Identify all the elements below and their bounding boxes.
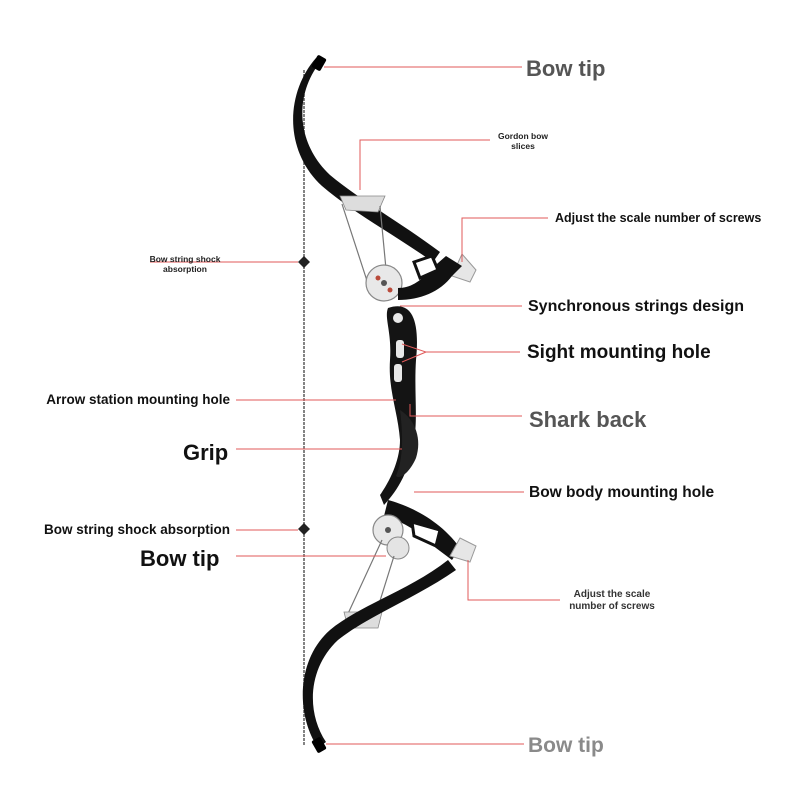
upper-riser-cutout: [412, 254, 440, 281]
label-shock-bottom: Bow string shock absorption: [43, 522, 230, 537]
lower-limb-tip: [311, 737, 327, 753]
label-shock-top-line2: absorption: [163, 264, 207, 274]
lower-cam-hub: [385, 527, 391, 533]
leader-gordon-slices: [359, 139, 490, 190]
label-gordon-slices-line2: slices: [511, 141, 535, 151]
label-bow-tip-top: Bow tip: [526, 56, 606, 81]
label-arrow-station: Arrow station mounting hole: [46, 392, 230, 407]
label-adjust-scale-bottom-line1: Adjust the scale: [573, 589, 651, 600]
label-sight-hole: Sight mounting hole: [527, 342, 711, 363]
upper-cam-hole-1: [375, 275, 381, 281]
upper-limb: [293, 58, 440, 262]
riser-sight-hole: [393, 313, 403, 323]
leader-shark-back: [409, 404, 522, 417]
label-adjust-scale-bottom: Adjust the scale number of screws: [560, 589, 664, 613]
label-adjust-scale-top: Adjust the scale number of screws: [555, 211, 762, 225]
label-bow-tip-bottom: Bow tip: [528, 734, 604, 757]
lower-limb: [302, 560, 456, 748]
label-grip: Grip: [183, 440, 229, 465]
lower-riser-cutout: [410, 519, 442, 549]
string-dampener-bottom: [298, 523, 310, 535]
label-shock-top-line1: Bow string shock: [149, 254, 221, 264]
label-gordon-slices: Gordon bow slices: [486, 131, 560, 151]
upper-cam-hole-3: [381, 280, 387, 286]
lower-cam-2: [386, 536, 410, 560]
upper-limb-tip: [311, 55, 327, 71]
leader-adjust-scale-bottom: [467, 560, 560, 601]
upper-cable-guard: [339, 195, 386, 213]
upper-cable-a: [341, 203, 371, 291]
label-adjust-scale-bottom-line2: number of screws: [569, 601, 655, 612]
riser-window-2: [394, 364, 402, 382]
label-body-mount: Bow body mounting hole: [529, 484, 715, 501]
label-shark-back: Shark back: [529, 407, 647, 432]
leader-adjust-scale-top: [461, 217, 548, 262]
riser-grip: [396, 410, 419, 478]
lower-cable-a: [345, 539, 383, 619]
label-shock-top: Bow string shock absorption: [140, 254, 230, 274]
label-synchronous-strings: Synchronous strings design: [528, 298, 745, 315]
upper-cam-hole-2: [387, 287, 393, 293]
upper-riser-arm: [398, 256, 462, 300]
string-dampener-top: [298, 256, 310, 268]
lower-limb-pocket: [449, 537, 477, 563]
label-gordon-slices-line1: Gordon bow: [497, 131, 549, 141]
leader-sight-hole: [401, 343, 428, 363]
label-bow-tip-middle: Bow tip: [140, 546, 220, 571]
